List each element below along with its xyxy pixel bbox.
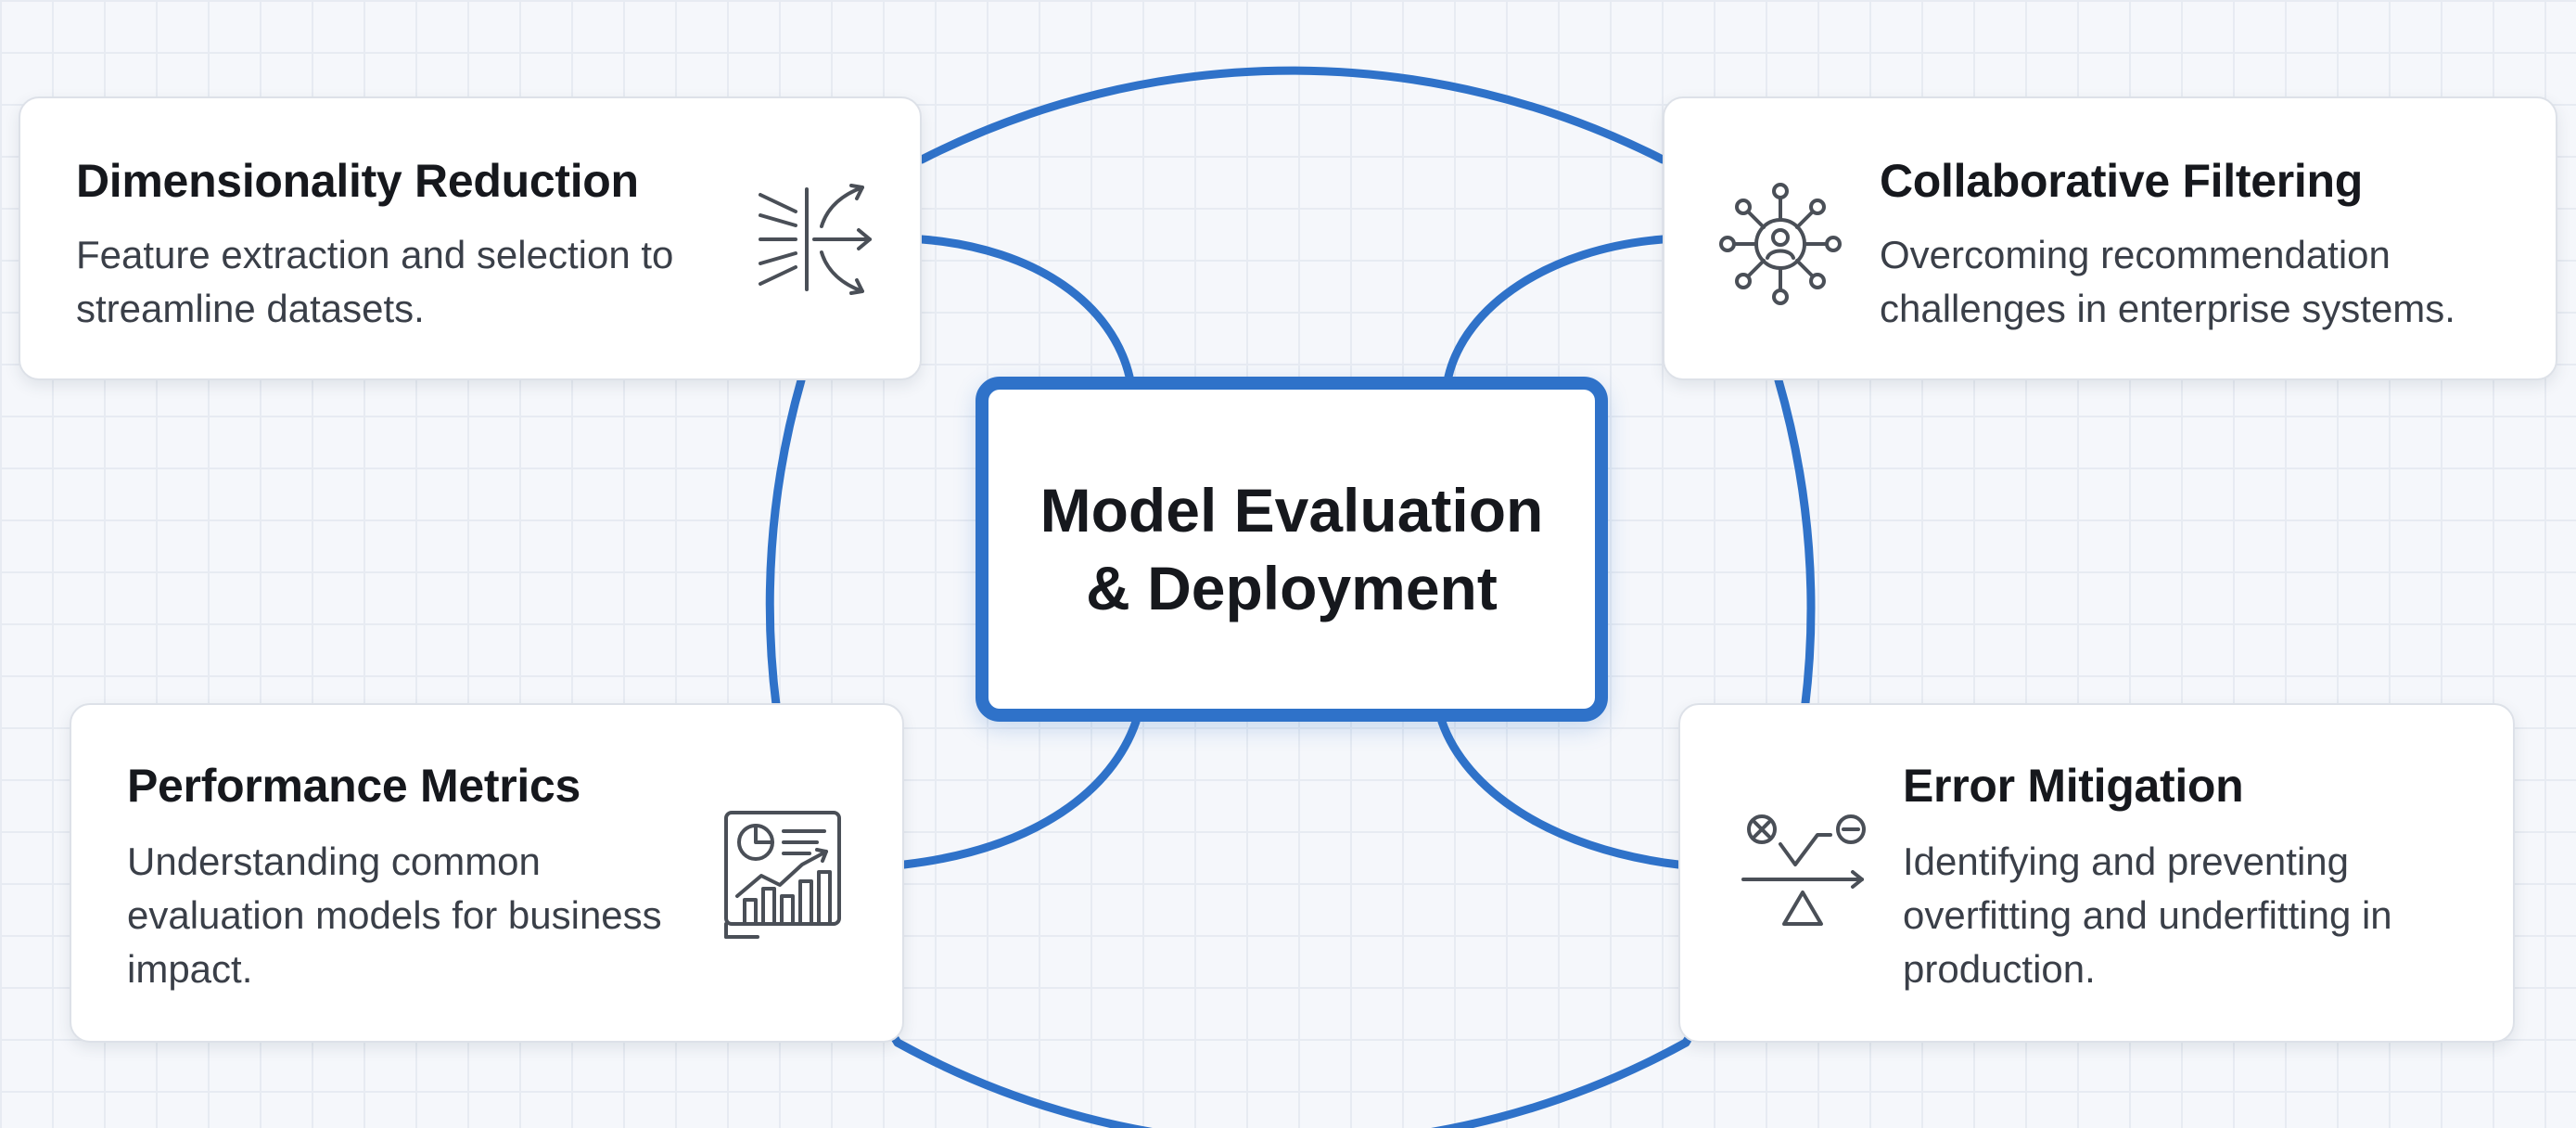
connector-top-right — [1444, 235, 1667, 381]
connector-bottom-left — [899, 717, 1141, 869]
card-description: Overcoming recommendation challenges in … — [1880, 233, 2455, 330]
card-title: Error Mitigation — [1903, 760, 2244, 812]
card-description: Understanding common evaluation models f… — [127, 840, 662, 991]
connector-bottom-right — [1437, 717, 1683, 869]
outer-ring-bottom — [893, 1038, 1690, 1128]
connector-top-left — [917, 235, 1134, 381]
error-balance-icon — [1736, 807, 1875, 946]
card-collaborative-filtering: Collaborative Filtering Overcoming recom… — [1663, 96, 2557, 380]
card-description: Identifying and preventing overfitting a… — [1903, 840, 2392, 991]
card-title: Collaborative Filtering — [1880, 155, 2363, 207]
card-dimensionality-reduction: Dimensionality Reduction Feature extract… — [19, 96, 922, 380]
card-performance-metrics: Performance Metrics Understanding common… — [70, 703, 904, 1043]
center-hub-card: Model Evaluation & Deployment — [976, 377, 1608, 722]
dimensionality-reduction-icon — [753, 174, 892, 304]
card-error-mitigation: Error Mitigation Identifying and prevent… — [1678, 703, 2515, 1043]
metrics-dashboard-icon — [721, 807, 850, 946]
user-network-icon — [1711, 174, 1850, 314]
card-title: Dimensionality Reduction — [76, 155, 639, 207]
center-title: Model Evaluation & Deployment — [1039, 476, 1544, 622]
outer-ring-top — [917, 66, 1667, 164]
card-description: Feature extraction and selection to stre… — [76, 233, 674, 330]
card-title: Performance Metrics — [127, 760, 580, 812]
